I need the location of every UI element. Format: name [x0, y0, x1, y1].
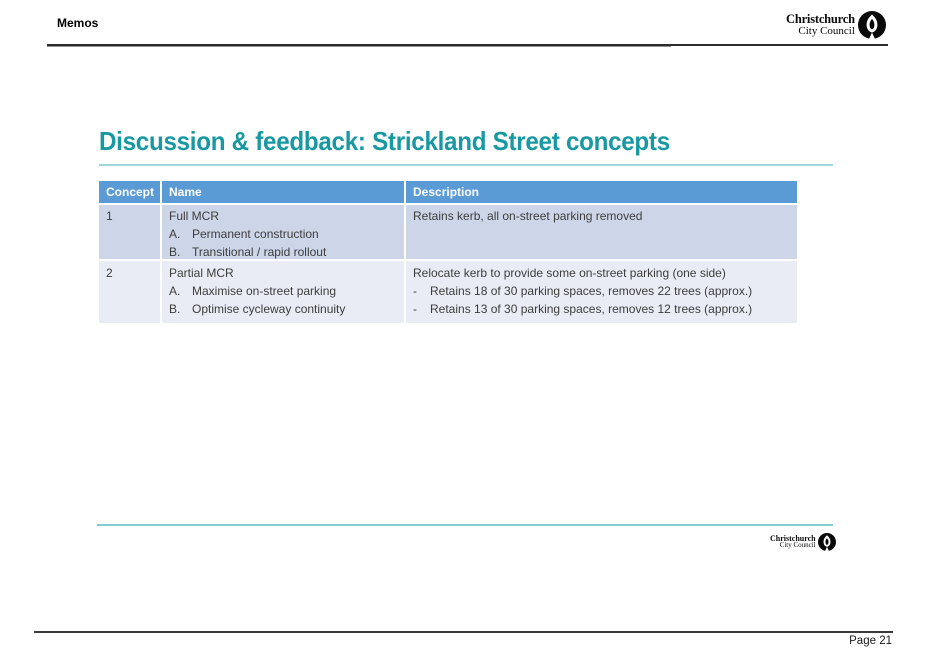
col-header-description: Description — [406, 181, 797, 203]
ccc-logo-line2: City Council — [798, 25, 855, 37]
row2-name-title: Partial MCR — [169, 266, 234, 280]
row2-name-item: A. Maximise on-street parking — [169, 284, 337, 298]
row1-description-cell: Retains kerb, all on-street parking remo… — [406, 205, 797, 259]
row1-name-title: Full MCR — [169, 209, 219, 223]
slide-footer-rule — [97, 524, 833, 526]
title-rule — [99, 164, 833, 166]
row1-concept-cell: 1 — [99, 205, 160, 259]
row2-concept-cell: 2 — [99, 261, 160, 323]
row2-description-bullet: - Retains 13 of 30 parking spaces, remov… — [413, 302, 753, 316]
row1-description-lead: Retains kerb, all on-street parking remo… — [413, 209, 643, 223]
row1-name-item: A. Permanent construction — [169, 227, 319, 241]
doc-footer-rule — [34, 631, 893, 633]
row2-description-cell: Relocate kerb to provide some on-street … — [406, 261, 797, 323]
row2-description-lead: Relocate kerb to provide some on-street … — [413, 266, 726, 280]
col-header-concept: Concept — [99, 181, 160, 203]
row1-name-item: B. Transitional / rapid rollout — [169, 245, 327, 259]
ccc-logo-wordmark: Christchurch City Council — [786, 13, 855, 37]
row2-name-item: B. Optimise cycleway continuity — [169, 302, 346, 316]
concepts-table: Concept Name Description 1 Full MCR A. P… — [99, 181, 797, 323]
col-header-name: Name — [162, 181, 404, 203]
row2-description-bullet: - Retains 18 of 30 parking spaces, remov… — [413, 284, 753, 298]
ccc-logo-wordmark-small: Christchurch City Council — [770, 533, 816, 550]
row2-name-cell: Partial MCR A. Maximise on-street parkin… — [162, 261, 404, 323]
ccc-logo-line2: City Council — [779, 541, 816, 549]
row1-name-cell: Full MCR A. Permanent construction B. Tr… — [162, 205, 404, 259]
ccc-logo-line1: Christchurch — [786, 12, 855, 26]
slide-title: Discussion & feedback: Strickland Street… — [99, 126, 670, 156]
footer-ccc-logo: Christchurch City Council — [770, 533, 836, 551]
ccc-logo-icon — [857, 11, 886, 39]
doc-header-label: Memos — [57, 16, 99, 30]
ccc-logo-icon — [817, 533, 836, 551]
page-number: Page 21 — [849, 635, 892, 647]
header-rule-shadow — [47, 46, 671, 47]
header-rule — [47, 44, 888, 46]
header-ccc-logo: Christchurch City Council — [786, 11, 886, 39]
ccc-logo-line1: Christchurch — [770, 533, 816, 543]
